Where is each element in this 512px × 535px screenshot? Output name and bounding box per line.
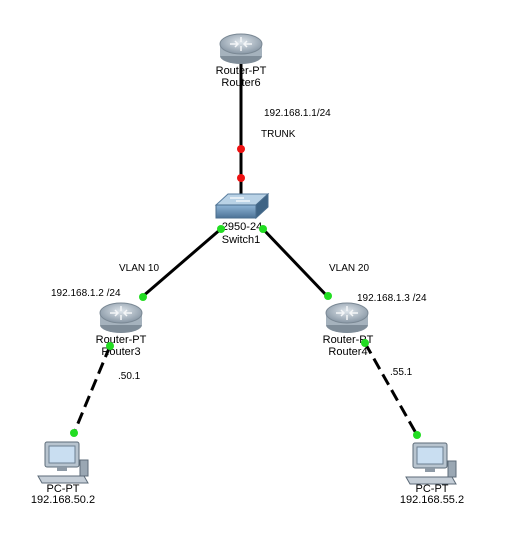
pc-left-name-label: 192.168.50.2 — [31, 494, 95, 506]
link-status-up — [324, 292, 332, 300]
router6-type-label: Router-PT — [216, 65, 267, 77]
pc-right-type-label: PC-PT — [416, 483, 449, 495]
pc-right-icon[interactable] — [405, 442, 457, 485]
switch1-icon[interactable] — [214, 192, 270, 220]
router6-name-label: Router6 — [221, 77, 260, 89]
pc-left-type-label: PC-PT — [47, 483, 80, 495]
link-switch1-router4[interactable] — [260, 226, 330, 299]
link-switch1-router3[interactable] — [141, 226, 223, 299]
link-status-up — [70, 429, 78, 437]
pc-right-name-label: 192.168.55.2 — [400, 494, 464, 506]
trunk-ip-label: 192.168.1.1/24 — [264, 108, 331, 119]
router3-type-label: Router-PT — [96, 334, 147, 346]
router4-ip-label: 192.168.1.3 /24 — [357, 293, 427, 304]
pc-left-icon[interactable] — [37, 441, 89, 484]
router4-icon[interactable] — [325, 302, 369, 333]
router6-icon[interactable] — [219, 33, 263, 64]
link-status-up — [106, 342, 114, 350]
vlan-left-label: VLAN 10 — [119, 263, 159, 274]
link-status-down — [237, 145, 245, 153]
left-subnet-label: .50.1 — [118, 371, 141, 382]
right-subnet-label: .55.1 — [390, 367, 413, 378]
link-router4-pc-right[interactable] — [363, 342, 419, 436]
link-status-up — [139, 293, 147, 301]
vlan-right-label: VLAN 20 — [329, 263, 369, 274]
switch1-type-label: 2950-24 — [222, 221, 262, 233]
link-status-up — [259, 225, 267, 233]
trunk-label: TRUNK — [261, 129, 296, 140]
switch1-name-label: Switch1 — [222, 234, 261, 246]
router4-type-label: Router-PT — [323, 334, 374, 346]
link-status-up — [217, 225, 225, 233]
link-status-up — [413, 431, 421, 439]
link-status-down — [237, 174, 245, 182]
router3-ip-label: 192.168.1.2 /24 — [51, 288, 121, 299]
link-router3-pc-left[interactable] — [72, 345, 112, 434]
link-status-up — [361, 339, 369, 347]
router4-name-label: Router4 — [328, 346, 367, 358]
router3-icon[interactable] — [99, 302, 143, 333]
